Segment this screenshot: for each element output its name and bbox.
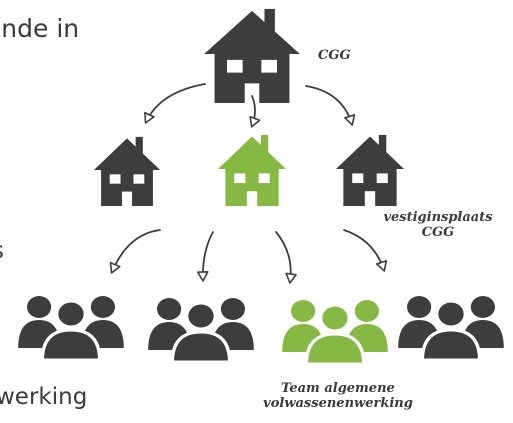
left-text-top: onde in [0, 14, 80, 43]
left-text-middle: s [0, 238, 4, 264]
people-group-icon-4 [396, 294, 506, 362]
house-icon-center-highlighted [217, 134, 287, 206]
house-icon-right [335, 134, 405, 206]
label-cgg: CGG [318, 48, 351, 63]
arrow-top-to-left [144, 83, 206, 124]
arrow-top-to-right [305, 85, 356, 126]
label-team-line-1: Team algemene [281, 381, 395, 396]
people-group-icon-2 [146, 296, 256, 364]
label-branch: vestiginsplaats CGG [378, 210, 498, 240]
left-text-bottom: werking [0, 384, 88, 410]
label-branch-line-1: vestiginsplaats [383, 210, 493, 225]
people-group-icon-1 [16, 294, 126, 362]
arrow-to-team-1 [109, 229, 161, 274]
house-icon-top [204, 8, 300, 104]
arrow-top-to-center [249, 95, 261, 128]
house-icon-left [93, 136, 161, 206]
arrow-to-team-4 [343, 229, 388, 272]
arrow-to-team-3 [275, 231, 297, 284]
label-branch-line-2: CGG [421, 225, 455, 240]
label-team: Team algemene volwassenenwerking [248, 381, 428, 411]
arrow-to-team-2 [196, 231, 214, 282]
label-team-line-2: volwassenenwerking [263, 396, 413, 411]
people-group-icon-3-highlighted [280, 298, 390, 366]
